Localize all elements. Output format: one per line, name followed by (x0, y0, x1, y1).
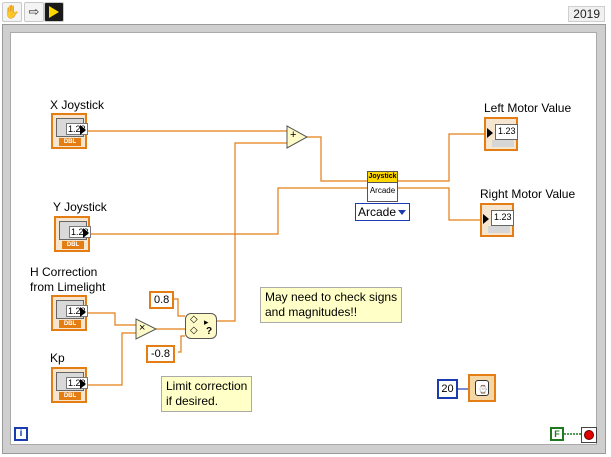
wire-lower-to-range (178, 335, 185, 353)
chevron-down-icon (398, 210, 406, 215)
multiply-symbol: × (139, 322, 146, 334)
subvi-header: Joystick (368, 172, 397, 183)
add-node[interactable] (286, 125, 309, 149)
year-label: 2019 (568, 6, 605, 22)
step-arrow-icon[interactable]: ⇨ (24, 2, 44, 22)
kp-label: Kp (50, 351, 65, 365)
wire-upper-to-range (172, 298, 185, 317)
wait-icon: ⌚ (475, 380, 489, 396)
output-arrow-icon (80, 379, 86, 389)
right-motor-indicator[interactable]: 1.23 (480, 203, 514, 237)
h-correction-control[interactable]: 1.23 DBL (51, 295, 88, 331)
comment-line: if desired. (166, 394, 219, 408)
y-joystick-control[interactable]: 1.23 DBL (54, 216, 91, 252)
left-motor-indicator[interactable]: 1.23 (484, 117, 518, 151)
output-arrow-icon (83, 228, 89, 238)
numeric-face (495, 124, 518, 140)
wire-kp-to-multiply (87, 332, 136, 386)
input-arrow-icon (483, 214, 489, 224)
iteration-terminal[interactable]: i (14, 427, 28, 441)
type-strip (492, 140, 514, 147)
drive-mode-selected: Arcade (358, 205, 397, 219)
hand-icon[interactable]: ✋ (2, 2, 22, 22)
arrow-out-icon: ▸ (204, 317, 209, 327)
limit-correction-comment[interactable]: Limit correction if desired. (161, 376, 253, 412)
y-joystick-type: DBL (62, 241, 84, 249)
output-arrow-icon (80, 125, 86, 135)
input-arrow-icon (487, 128, 493, 138)
h-correction-label-line1: H Correction (30, 265, 98, 279)
wait-ms-constant[interactable]: 20 (437, 379, 458, 399)
output-arrow-icon (80, 307, 86, 317)
stop-terminal[interactable] (581, 427, 597, 443)
x-joystick-type: DBL (59, 138, 81, 146)
stop-icon (584, 430, 594, 440)
left-motor-label: Left Motor Value (484, 101, 572, 115)
wire-correction-to-add (217, 142, 287, 322)
h-correction-label-line2: from Limelight (30, 280, 106, 294)
upper-limit-constant[interactable]: 0.8 (149, 291, 175, 309)
question-symbol: ? (206, 326, 213, 337)
multiply-node[interactable] (135, 318, 158, 340)
left-motor-value: 1.23 (498, 126, 516, 136)
drive-mode-enum[interactable]: Arcade (355, 203, 410, 221)
arcade-drive-subvi[interactable]: Joystick Arcade (367, 171, 398, 202)
wire-add-to-subvi (307, 136, 367, 182)
add-symbol: + (290, 129, 297, 141)
lower-limit-constant[interactable]: -0.8 (146, 345, 175, 363)
kp-type: DBL (59, 392, 81, 400)
x-joystick-control[interactable]: 1.23 DBL (51, 113, 88, 149)
comment-line: Limit correction (166, 379, 248, 393)
comment-line: May need to check signs (265, 290, 398, 304)
in-range-coerce-node[interactable]: ◇ ◇ ▸ ? (185, 313, 217, 339)
wire-subvi-to-left (398, 133, 484, 182)
numeric-face (491, 210, 514, 226)
y-joystick-label: Y Joystick (53, 200, 107, 214)
x-joystick-label: X Joystick (50, 98, 105, 112)
wait-ms-node[interactable]: ⌚ (468, 374, 496, 402)
comment-line: and magnitudes!! (265, 305, 358, 319)
check-signs-comment[interactable]: May need to check signs and magnitudes!! (260, 287, 403, 323)
type-strip (488, 226, 510, 233)
diamond-icon: ◇ (190, 314, 198, 325)
right-motor-label: Right Motor Value (480, 187, 576, 201)
false-constant[interactable]: F (550, 427, 564, 441)
diamond-icon: ◇ (190, 325, 198, 336)
vi-icon[interactable] (44, 2, 64, 22)
while-loop-diagram (10, 32, 597, 445)
right-motor-value: 1.23 (494, 212, 512, 222)
h-correction-type: DBL (59, 320, 81, 328)
subvi-body: Arcade (369, 186, 396, 195)
toolbar: ✋ ⇨ 2019 (0, 0, 611, 24)
kp-control[interactable]: 1.23 DBL (51, 367, 88, 403)
wire-h-to-multiply (87, 312, 136, 326)
wire-y-to-subvi (90, 187, 367, 235)
wire-subvi-to-right (398, 187, 480, 221)
